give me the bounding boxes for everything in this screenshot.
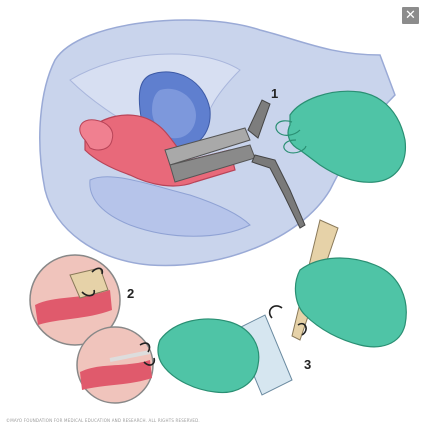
close-button[interactable]: ✕ <box>402 7 419 24</box>
step-label-1: 1 <box>271 86 278 101</box>
gloved-hand-lower-left <box>158 319 259 393</box>
detail-circle-brush <box>77 327 154 403</box>
copyright-credit: ©MAYO FOUNDATION FOR MEDICAL EDUCATION A… <box>6 418 306 423</box>
rotate-arrow-left <box>270 306 282 318</box>
close-icon: ✕ <box>405 8 416 23</box>
step-label-2: 2 <box>127 286 134 301</box>
step-label-3: 3 <box>304 357 311 372</box>
gloved-hand-lower-right <box>295 258 406 347</box>
